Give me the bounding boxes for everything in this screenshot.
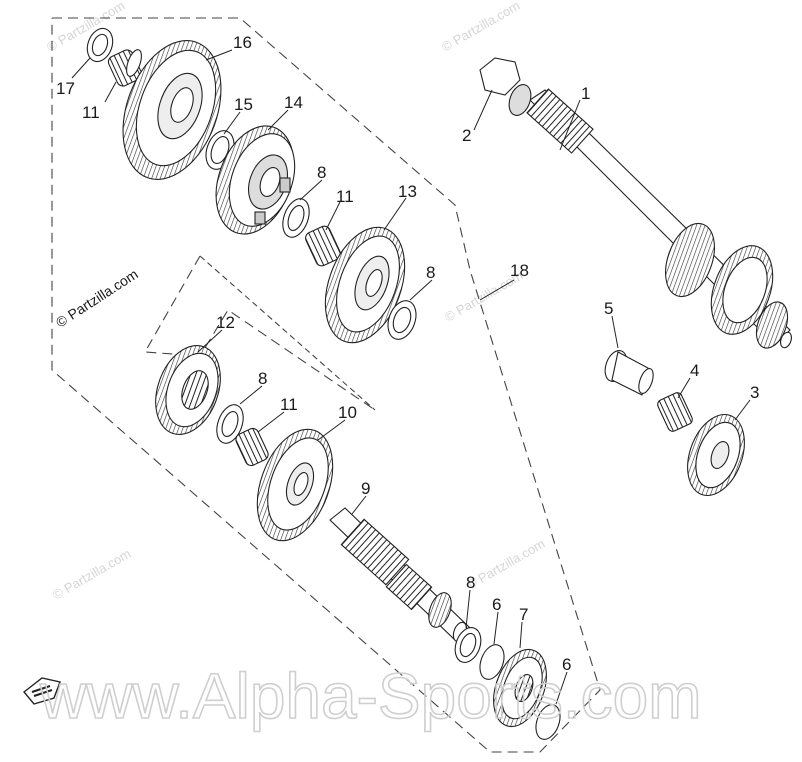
callout-15: 15 (234, 95, 253, 114)
gear-13 (324, 226, 406, 344)
callout-17: 17 (56, 79, 75, 98)
bushing-5 (604, 350, 654, 396)
callout-13: 13 (398, 182, 417, 201)
washer-8-a (282, 198, 310, 238)
front-arrow-icon (22, 677, 61, 705)
callout-2: 2 (462, 126, 471, 145)
partzilla-watermark: © Partzilla.com (50, 546, 133, 603)
needle-bearing-4 (657, 392, 693, 432)
partzilla-watermark: © Partzilla.com (439, 0, 522, 55)
callout-9: 9 (361, 479, 370, 498)
partzilla-label: © Partzilla.com (53, 266, 141, 331)
callout-18: 18 (510, 261, 529, 280)
callout-6-a: 6 (492, 595, 501, 614)
partzilla-watermark: © Partzilla.com (44, 0, 127, 55)
callout-11-b: 11 (336, 187, 354, 206)
needle-bearing-11-mid (305, 225, 341, 267)
callout-4: 4 (690, 361, 699, 380)
callout-8-d: 8 (466, 573, 475, 592)
callout-1: 1 (581, 84, 590, 103)
washer-8-b (387, 300, 417, 340)
circlip-6-b (535, 704, 561, 740)
washer-17 (86, 27, 114, 63)
callout-8-a: 8 (317, 163, 326, 182)
callout-8-b: 8 (426, 263, 435, 282)
callout-labels: 1 2 3 4 5 6 6 7 8 8 8 8 9 10 11 11 11 12… (56, 33, 759, 674)
callout-11-c: 11 (280, 395, 298, 414)
washer-8-d (454, 627, 482, 663)
callout-11-a: 11 (82, 103, 100, 122)
circlip-6-a (479, 644, 505, 680)
callout-16: 16 (233, 33, 252, 52)
countershaft-9 (329, 507, 471, 643)
gear-14 (215, 125, 296, 235)
callout-5: 5 (604, 299, 613, 318)
callout-12: 12 (216, 313, 235, 332)
needle-bearing-11-low (235, 427, 269, 467)
gear-12 (155, 345, 221, 435)
callout-7: 7 (519, 605, 528, 624)
callout-8-c: 8 (258, 369, 267, 388)
gear-3 (687, 413, 745, 497)
ring-15 (205, 130, 235, 170)
callout-10: 10 (338, 403, 357, 422)
callout-14: 14 (284, 93, 303, 112)
nut-2 (479, 57, 532, 116)
needle-bearing-11-top (107, 49, 143, 87)
gear-16 (122, 40, 222, 180)
callout-3: 3 (750, 383, 759, 402)
callout-6-b: 6 (562, 655, 571, 674)
gear-10 (256, 428, 334, 542)
alpha-sports-watermark: www.Alpha-Sports.com (39, 660, 702, 732)
leader-lines (71, 49, 751, 705)
mainshaft-1 (526, 88, 792, 349)
partzilla-watermark: © Partzilla.com (464, 536, 547, 593)
washer-8-c (216, 404, 244, 444)
gear-7 (493, 648, 547, 728)
